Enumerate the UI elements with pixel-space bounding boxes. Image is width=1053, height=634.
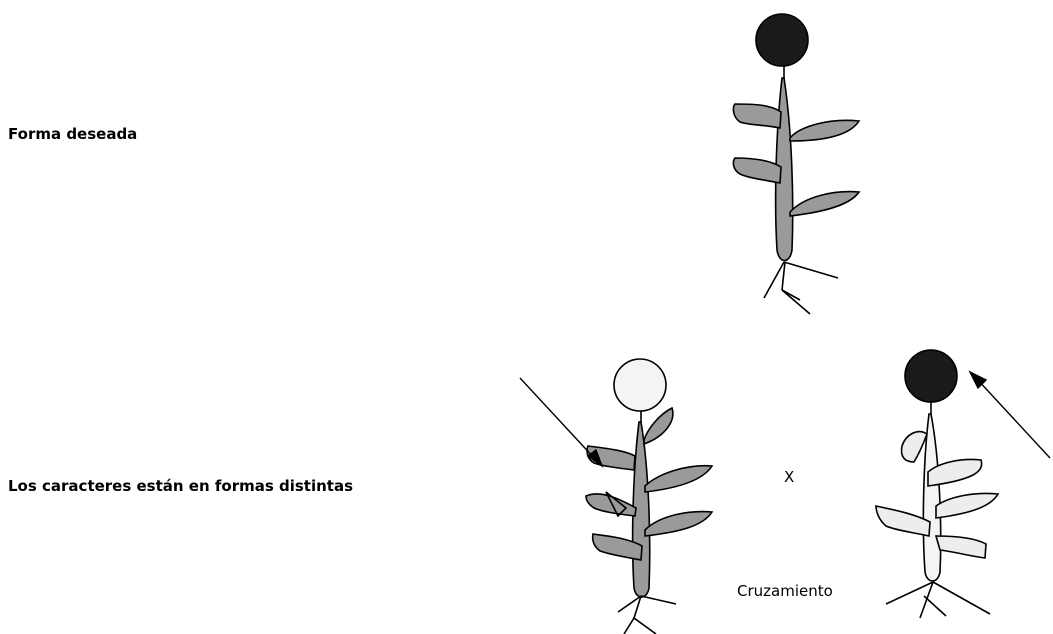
plant-desired-leaf	[733, 158, 781, 183]
plant-left-leaf	[644, 408, 673, 444]
plant-left-leaf	[645, 512, 712, 536]
plant-right-leaf	[902, 432, 928, 462]
plant-desired-leaf	[733, 104, 781, 128]
plant-right-leaf	[876, 506, 930, 536]
arrow-right	[970, 372, 1050, 458]
plant-left-parent	[586, 359, 712, 634]
plant-desired-roots	[764, 262, 838, 314]
plant-left-flower	[614, 359, 666, 411]
plant-left-leaf	[645, 466, 712, 492]
plant-right-stem	[923, 414, 940, 581]
plant-desired-leaf	[790, 192, 859, 216]
plant-right-parent	[876, 350, 998, 618]
arrow-left	[520, 378, 602, 466]
plant-right-leaf	[936, 494, 998, 519]
plant-desired	[733, 14, 859, 314]
plant-right-roots	[886, 582, 990, 618]
plant-left-roots	[618, 596, 676, 634]
plant-desired-flower	[756, 14, 808, 66]
plant-right-leaf	[936, 536, 986, 558]
plant-desired-leaf	[790, 120, 859, 141]
plant-right-flower	[905, 350, 957, 402]
plant-left-leaf	[586, 494, 636, 516]
